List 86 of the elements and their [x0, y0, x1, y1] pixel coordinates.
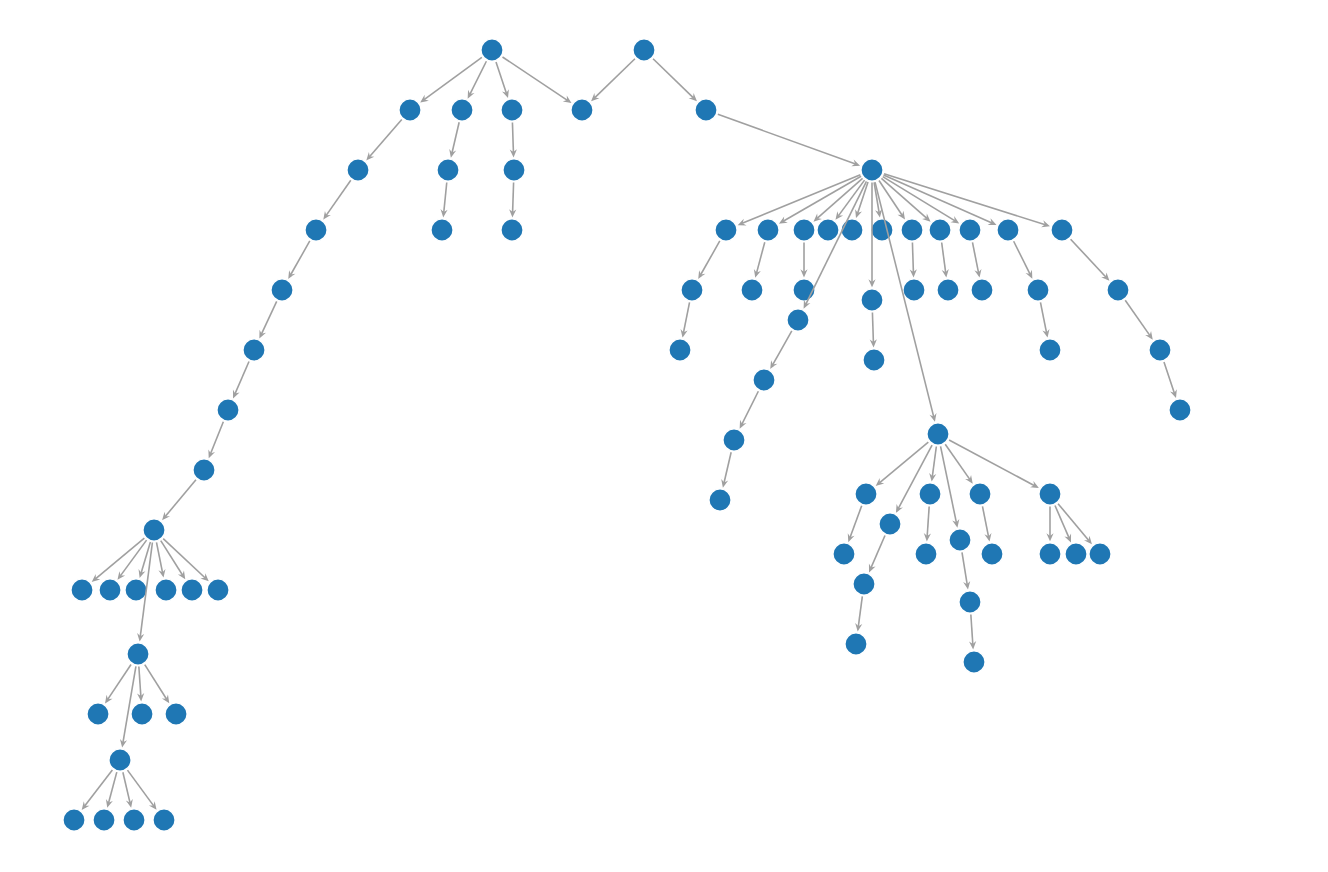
circle-node	[70, 578, 94, 602]
circle-node	[756, 218, 780, 242]
circle-node	[854, 482, 878, 506]
circle-node	[1064, 542, 1088, 566]
circle-node	[98, 578, 122, 602]
circle-node	[216, 398, 240, 422]
circle-node	[968, 482, 992, 506]
circle-node	[500, 218, 524, 242]
circle-node	[900, 218, 924, 242]
circle-node	[1038, 338, 1062, 362]
circle-node	[570, 98, 594, 122]
circle-node	[740, 278, 764, 302]
circle-node	[862, 348, 886, 372]
circle-node	[152, 808, 176, 832]
circle-node	[124, 578, 148, 602]
circle-node	[632, 38, 656, 62]
circle-node	[962, 650, 986, 674]
circle-node	[860, 288, 884, 312]
circle-node	[270, 278, 294, 302]
arrow	[117, 539, 148, 580]
circle-node	[958, 218, 982, 242]
circle-node	[958, 590, 982, 614]
circle-node	[844, 632, 868, 656]
circle-node	[786, 308, 810, 332]
circle-node	[502, 158, 526, 182]
circle-node	[108, 748, 132, 772]
circle-node	[1088, 542, 1112, 566]
circle-node	[500, 98, 524, 122]
circle-node	[708, 488, 732, 512]
circle-node	[206, 578, 230, 602]
circle-node	[680, 278, 704, 302]
circle-node	[980, 542, 1004, 566]
circle-node	[1038, 482, 1062, 506]
circle-node	[1026, 278, 1050, 302]
circle-node	[304, 218, 328, 242]
arrow	[126, 769, 157, 810]
circle-node	[870, 218, 894, 242]
circle-node	[346, 158, 370, 182]
circle-node	[860, 158, 884, 182]
arrow	[770, 330, 793, 369]
circle-node	[878, 512, 902, 536]
circle-node	[792, 278, 816, 302]
circle-node	[480, 38, 504, 62]
circle-node	[752, 368, 776, 392]
circle-node	[1050, 218, 1074, 242]
circle-node	[436, 158, 460, 182]
arrow	[495, 61, 509, 98]
circle-node	[936, 278, 960, 302]
circle-node	[926, 422, 950, 446]
circle-node	[928, 218, 952, 242]
circle-node	[154, 578, 178, 602]
circle-node	[164, 702, 188, 726]
circle-node	[970, 278, 994, 302]
circle-node	[914, 542, 938, 566]
circle-node	[918, 482, 942, 506]
circle-node	[694, 98, 718, 122]
circle-node	[840, 218, 864, 242]
circle-node	[122, 808, 146, 832]
circle-node	[126, 642, 150, 666]
circle-node	[714, 218, 738, 242]
circle-node	[668, 338, 692, 362]
circle-node	[180, 578, 204, 602]
circle-node	[1168, 398, 1192, 422]
circle-node	[242, 338, 266, 362]
circle-node	[142, 518, 166, 542]
circle-node	[996, 218, 1020, 242]
circle-node	[852, 572, 876, 596]
arrow	[420, 56, 483, 103]
arrow	[835, 179, 866, 220]
circle-node	[792, 218, 816, 242]
circle-node	[722, 428, 746, 452]
circle-node	[430, 218, 454, 242]
circle-node	[62, 808, 86, 832]
circle-node	[1148, 338, 1172, 362]
circle-node	[398, 98, 422, 122]
circle-node	[450, 98, 474, 122]
circle-node	[86, 702, 110, 726]
circle-node	[832, 542, 856, 566]
circle-node	[816, 218, 840, 242]
circle-node	[902, 278, 926, 302]
circle-node	[1038, 542, 1062, 566]
circle-node	[1106, 278, 1130, 302]
circle-node	[948, 528, 972, 552]
circle-node	[92, 808, 116, 832]
circle-node	[130, 702, 154, 726]
circle-node	[192, 458, 216, 482]
